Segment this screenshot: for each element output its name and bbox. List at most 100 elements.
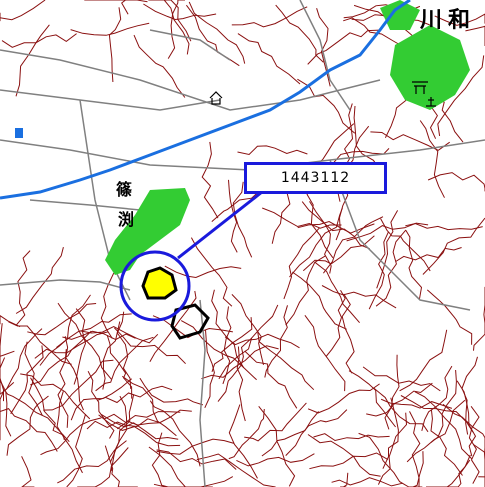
contour-line bbox=[283, 227, 320, 300]
contour-line bbox=[399, 329, 448, 392]
contour-line bbox=[143, 3, 217, 21]
contour-line bbox=[465, 25, 485, 46]
contour-line bbox=[20, 373, 91, 420]
contour-line bbox=[237, 145, 308, 156]
contour-line bbox=[104, 445, 138, 487]
pond bbox=[15, 128, 23, 138]
contour-line bbox=[261, 411, 319, 457]
contour-line bbox=[104, 411, 181, 424]
contour-line bbox=[366, 382, 433, 417]
callout-leader-line bbox=[177, 190, 263, 260]
contour-line bbox=[43, 359, 114, 411]
forest-areas bbox=[105, 0, 470, 275]
contour-line bbox=[149, 400, 201, 467]
contour-line bbox=[456, 380, 477, 457]
contour-line bbox=[377, 412, 408, 485]
contour-line bbox=[21, 456, 35, 487]
contour-line bbox=[414, 391, 473, 460]
contour-line bbox=[101, 413, 179, 440]
contour-line bbox=[289, 207, 343, 278]
contour-line bbox=[340, 472, 349, 487]
contour-line bbox=[149, 290, 197, 362]
contour-line bbox=[73, 308, 87, 385]
contour-line bbox=[434, 13, 485, 26]
contour-line bbox=[222, 306, 232, 385]
contour-line bbox=[196, 453, 276, 487]
contour-line bbox=[358, 432, 421, 487]
contour-line bbox=[430, 369, 457, 443]
contour-line bbox=[412, 451, 424, 487]
contour-line bbox=[56, 313, 132, 348]
shrine-icon bbox=[412, 81, 428, 94]
contour-line bbox=[66, 413, 87, 487]
contour-line bbox=[5, 391, 70, 443]
contour-line bbox=[376, 210, 399, 289]
contour-line bbox=[348, 370, 396, 428]
highlighted-parcel[interactable] bbox=[141, 266, 178, 300]
contour-line bbox=[325, 289, 346, 357]
contour-line bbox=[331, 477, 403, 487]
contour-line bbox=[116, 311, 132, 389]
contour-line bbox=[148, 0, 190, 55]
contour-line bbox=[285, 409, 348, 456]
contour-line bbox=[384, 354, 400, 430]
contour-line bbox=[0, 314, 21, 328]
contour-line bbox=[40, 417, 102, 456]
contour-line bbox=[114, 327, 186, 365]
contour-line bbox=[304, 315, 346, 392]
place-label-fuchi: 渕 bbox=[118, 210, 135, 229]
contour-line bbox=[430, 409, 463, 476]
contour-line bbox=[468, 406, 480, 484]
place-label-wa: 和 bbox=[448, 8, 471, 33]
contour-line bbox=[133, 34, 186, 98]
school-icon bbox=[209, 91, 223, 105]
contour-line bbox=[201, 141, 219, 219]
contour-line bbox=[236, 453, 315, 467]
contour-line bbox=[232, 181, 253, 258]
contour-line bbox=[264, 305, 288, 378]
contour-line bbox=[258, 405, 296, 487]
place-label-kawa: 川 bbox=[420, 8, 443, 33]
contour-line bbox=[0, 323, 4, 402]
contour-line bbox=[190, 237, 233, 307]
place-label-shino: 篠 bbox=[116, 180, 133, 199]
contour-line bbox=[321, 285, 397, 309]
contour-line bbox=[306, 184, 334, 259]
contour-line bbox=[275, 4, 324, 63]
contour-line bbox=[34, 331, 109, 359]
contour-line bbox=[382, 397, 399, 469]
contour-line bbox=[0, 350, 15, 394]
contour-line bbox=[353, 105, 380, 170]
contour-line bbox=[139, 377, 204, 406]
contour-line bbox=[362, 366, 441, 392]
contour-line bbox=[0, 0, 46, 22]
contour-line bbox=[15, 250, 31, 326]
parcel-id-label: 1443112 bbox=[280, 170, 351, 186]
contour-line bbox=[373, 387, 429, 433]
contour-line bbox=[0, 357, 12, 437]
parcel-id-callout[interactable]: 1443112 bbox=[244, 162, 387, 194]
contour-line bbox=[419, 120, 445, 198]
adjacent-parcel-outline[interactable] bbox=[170, 303, 210, 340]
contour-line bbox=[257, 331, 315, 391]
contour-line bbox=[224, 333, 300, 349]
contour-line bbox=[314, 261, 360, 324]
contour-line bbox=[211, 289, 245, 369]
contour-line bbox=[148, 446, 213, 487]
contour-line bbox=[262, 207, 342, 229]
contour-line bbox=[102, 321, 121, 390]
contour-line bbox=[70, 378, 133, 421]
contour-line bbox=[244, 350, 298, 409]
contour-line bbox=[309, 201, 332, 274]
contour-line bbox=[421, 365, 453, 432]
contour-line bbox=[473, 443, 485, 487]
contour-line bbox=[313, 433, 390, 442]
contour-line bbox=[237, 33, 301, 85]
contour-line bbox=[228, 408, 265, 460]
contour-line bbox=[395, 247, 462, 262]
contour-line bbox=[56, 391, 83, 474]
contour-line bbox=[1, 33, 77, 48]
